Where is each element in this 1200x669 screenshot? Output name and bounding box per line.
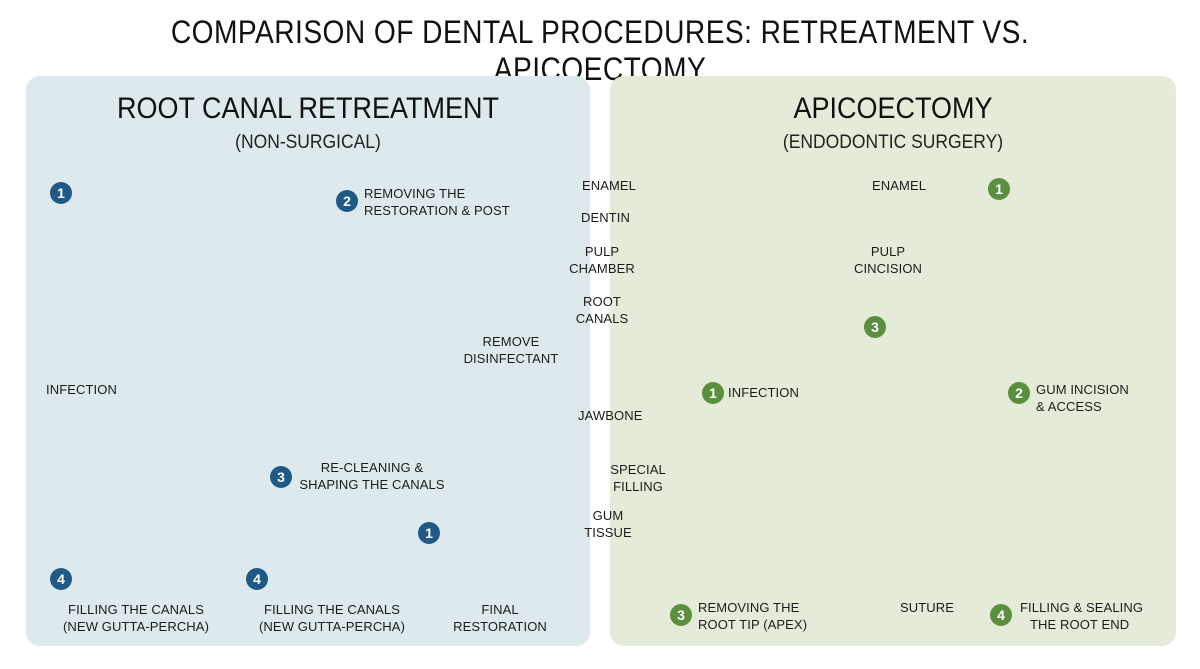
apicoectomy-panel <box>610 76 1176 646</box>
step-label-line1: FILLING & SEALING <box>1020 600 1144 615</box>
step-label-line2: SHAPING THE CANALS <box>299 477 445 492</box>
suture-label: SUTURE <box>900 600 955 615</box>
step-label-line1: FILLING THE CANALS <box>264 602 400 617</box>
step-label-line1: FILLING THE CANALS <box>68 602 204 617</box>
special-filling-line1: SPECIAL <box>610 462 666 477</box>
step-label-line1: GUM INCISION <box>1036 382 1129 397</box>
infection-label: INFECTION <box>46 382 117 397</box>
jawbone-label: JAWBONE <box>578 408 643 423</box>
infection-label: INFECTION <box>728 385 799 400</box>
step-badge: 4 <box>50 568 72 590</box>
step-badge: 1 <box>50 182 72 204</box>
special-filling-line2: FILLING <box>613 479 663 494</box>
step-label-line2: RESTORATION <box>453 619 547 634</box>
step-label-line2: THE ROOT END <box>1030 617 1130 632</box>
dentin-label: DENTIN <box>581 210 630 225</box>
step-badge: 2 <box>336 190 358 212</box>
remove-label-line1: REMOVE <box>482 334 540 349</box>
step-label-line2: ROOT TIP (APEX) <box>698 617 808 632</box>
root-label-line2: CANALS <box>575 311 629 326</box>
pulp-label-line2: CHAMBER <box>569 261 635 276</box>
step-label-line2: (NEW GUTTA-PERCHA) <box>63 619 209 634</box>
step-badge: 1 <box>418 522 440 544</box>
retreatment-subheading: (NON-SURGICAL) <box>235 132 381 153</box>
step-label-line1: REMOVING THE <box>698 600 800 615</box>
step-label-line1: REMOVING THE <box>364 186 466 201</box>
step-label-line1: RE-CLEANING & <box>320 460 424 475</box>
gum-tissue-line1: GUM <box>592 508 624 523</box>
pulp-label-line1: PULP <box>870 244 906 259</box>
enamel-label: ENAMEL <box>581 178 636 193</box>
step-badge: 4 <box>246 568 268 590</box>
remove-label-line2: DISINFECTANT <box>463 351 559 366</box>
page-title: COMPARISON OF DENTAL PROCEDURES: RETREAT… <box>170 14 1030 87</box>
step-label-line1: FINAL <box>481 602 519 617</box>
step-badge: 3 <box>270 466 292 488</box>
pulp-label-line2: CINCISION <box>853 261 923 276</box>
retreatment-heading: ROOT CANAL RETREATMENT <box>116 92 500 125</box>
enamel-label: ENAMEL <box>872 178 927 193</box>
apicoectomy-subheading: (ENDODONTIC SURGERY) <box>782 132 1004 153</box>
step-badge: 1 <box>988 178 1010 200</box>
step-badge: 4 <box>990 604 1012 626</box>
step-label-line2: & ACCESS <box>1036 399 1102 414</box>
step-badge: 2 <box>1008 382 1030 404</box>
step-badge: 1 <box>702 382 724 404</box>
retreatment-panel <box>26 76 590 646</box>
apicoectomy-heading: APICOECTOMY <box>793 92 993 125</box>
step-badge: 3 <box>670 604 692 626</box>
pulp-label-line1: PULP <box>584 244 620 259</box>
root-label-line1: ROOT <box>583 294 621 309</box>
gum-tissue-line2: TISSUE <box>584 525 632 540</box>
step-label-line2: (NEW GUTTA-PERCHA) <box>259 619 405 634</box>
step-label-line2: RESTORATION & POST <box>364 203 510 218</box>
step-badge: 3 <box>864 316 886 338</box>
